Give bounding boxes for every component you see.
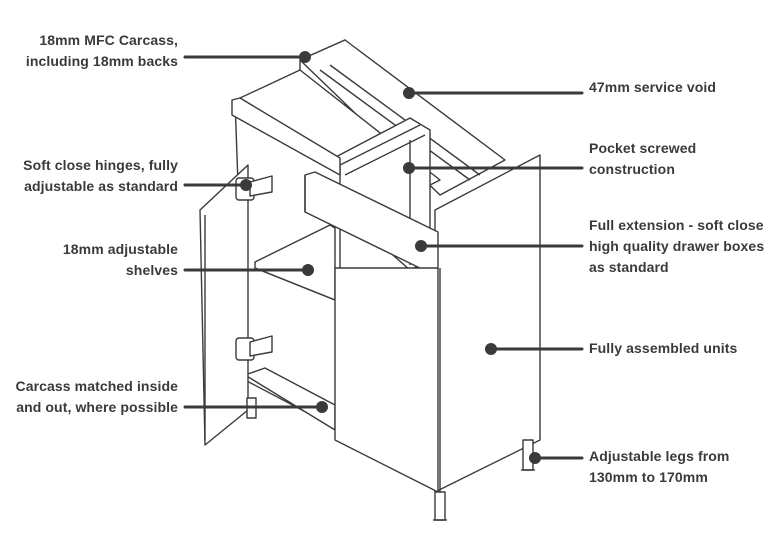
leg-front-left <box>434 491 446 521</box>
left-door <box>199 164 249 446</box>
right-door <box>334 267 439 493</box>
label-pocket: Pocket screwed construction <box>589 140 697 177</box>
label-hinges: Soft close hinges, fully adjustable as s… <box>23 157 178 194</box>
label-extension: Full extension - soft close high quality… <box>589 217 765 275</box>
label-void: 47mm service void <box>589 79 716 95</box>
label-legs: Adjustable legs from 130mm to 170mm <box>589 448 730 485</box>
label-shelves: 18mm adjustable shelves <box>62 241 178 278</box>
adjustable-shelf <box>254 224 336 301</box>
front-top-rail <box>231 97 341 176</box>
label-assembled: Fully assembled units <box>589 340 738 356</box>
label-carcass: 18mm MFC Carcass, including 18mm backs <box>25 32 178 69</box>
label-matched: Carcass matched inside and out, where po… <box>15 378 178 415</box>
